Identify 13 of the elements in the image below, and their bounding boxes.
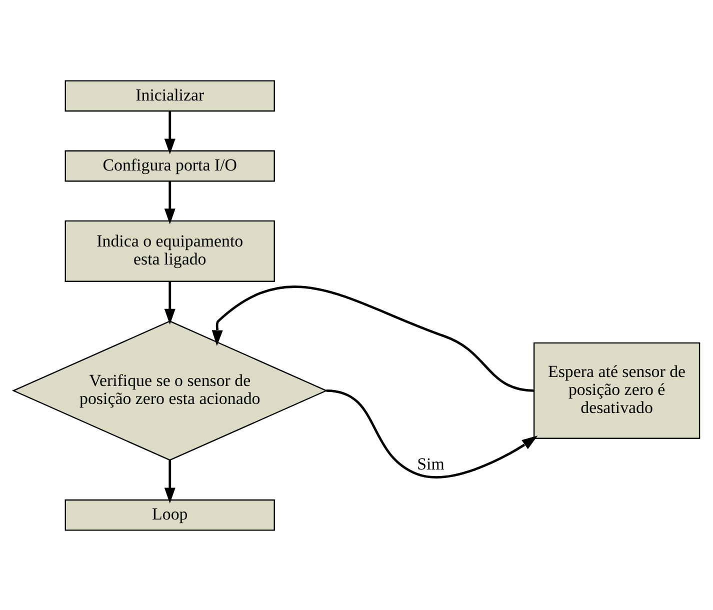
arrow (164, 110, 176, 154)
node-box: Espera até sensor de posição zero é desativado (533, 342, 700, 438)
arrow (164, 280, 176, 324)
edge-label: Sim (417, 454, 444, 473)
node-box: Configura porta I/O (64, 150, 275, 182)
node-box: Inicializar (64, 80, 275, 112)
node-box: Indica o equipamento esta ligado (64, 220, 275, 282)
arrow (164, 180, 176, 224)
arrow (212, 285, 534, 392)
node-diamond: Verifique se o sensor de posição zero esta acionado (12, 320, 328, 460)
node-box: Loop (64, 498, 275, 530)
arrow (164, 460, 176, 503)
arrow (326, 388, 538, 478)
